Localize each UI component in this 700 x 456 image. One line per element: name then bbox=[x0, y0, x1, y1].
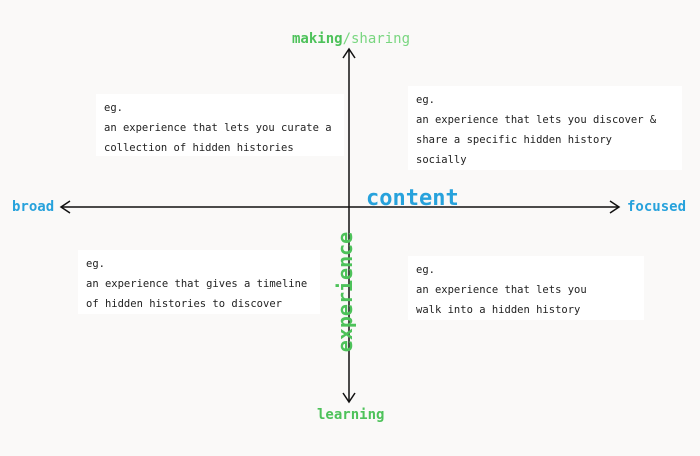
example-box-bottom-right: eg. an experience that lets you walk int… bbox=[408, 256, 644, 320]
example-box-bottom-left: eg. an experience that gives a timeline … bbox=[78, 250, 320, 314]
axis-label-right: focused bbox=[627, 199, 687, 215]
vertical-axis-title: experience bbox=[333, 231, 357, 353]
example-eg: eg. bbox=[104, 102, 123, 114]
right-arrowhead bbox=[609, 200, 621, 214]
axis-label-bottom: learning bbox=[317, 407, 385, 423]
top-arrowhead bbox=[342, 47, 356, 59]
example-description: an experience that lets you walk into a … bbox=[416, 284, 587, 316]
example-eg: eg. bbox=[416, 94, 435, 106]
horizontal-axis-title: content bbox=[366, 186, 459, 211]
example-description: an experience that lets you curate a col… bbox=[104, 122, 332, 154]
bottom-arrowhead bbox=[342, 392, 356, 404]
example-eg: eg. bbox=[86, 258, 105, 270]
example-box-top-left: eg. an experience that lets you curate a… bbox=[96, 94, 344, 156]
left-arrowhead bbox=[59, 200, 71, 214]
example-eg: eg. bbox=[416, 264, 435, 276]
axis-label-left: broad bbox=[12, 199, 55, 215]
example-description: an experience that gives a timeline of h… bbox=[86, 278, 308, 310]
axis-label-top-making: making bbox=[292, 31, 343, 47]
example-box-top-right: eg. an experience that lets you discover… bbox=[408, 86, 682, 170]
axis-label-top: making/sharing bbox=[292, 31, 410, 47]
axis-label-top-sharing: /sharing bbox=[342, 31, 411, 47]
example-description: an experience that lets you discover & s… bbox=[416, 114, 657, 166]
